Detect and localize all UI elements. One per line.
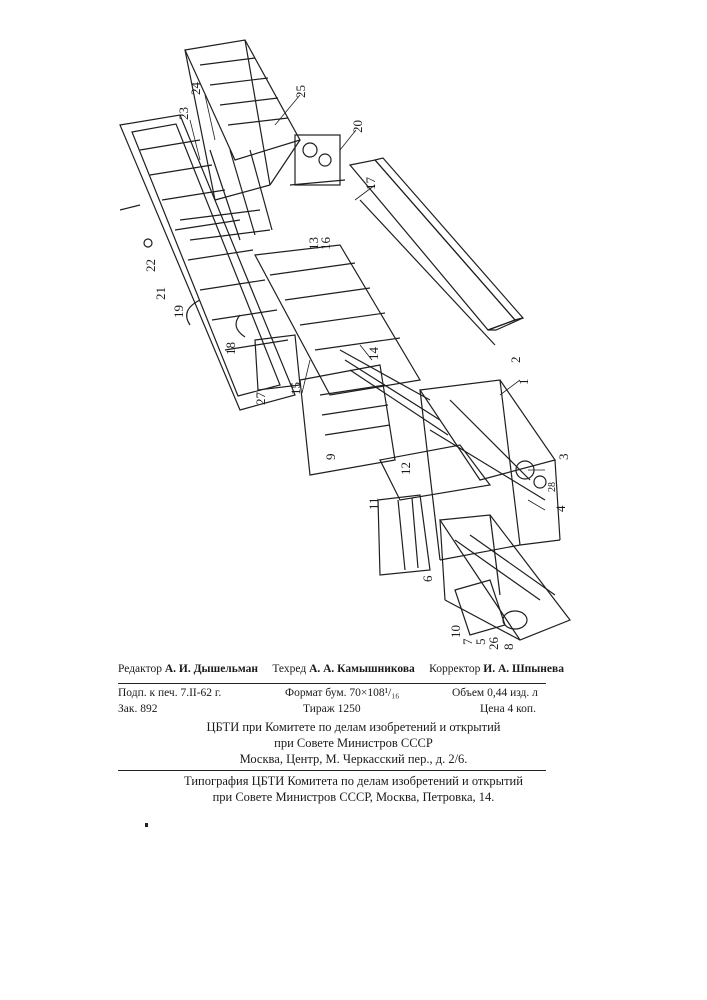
corrector-name: И. А. Шпынева — [483, 663, 564, 675]
signed-date: Подп. к печ. 7.II-62 г. — [118, 687, 221, 699]
editor-name: А. И. Дышельман — [165, 663, 258, 675]
divider-1 — [118, 683, 546, 684]
cbti-line-1: ЦБТИ при Комитете по делам изобретений и… — [0, 720, 707, 735]
techred-name: А. А. Камышникова — [309, 663, 415, 675]
credits-line: Редактор А. И. Дышельман Техред А. А. Ка… — [118, 663, 564, 675]
typography-line-1: Типография ЦБТИ Комитета по делам изобре… — [0, 774, 707, 789]
divider-2 — [118, 770, 546, 771]
volume: Объем 0,44 изд. л — [452, 687, 538, 699]
paper-format: Формат бум. 70×108¹/₁₆ — [285, 687, 399, 699]
typography-line-2: при Совете Министров СССР, Москва, Петро… — [0, 790, 707, 805]
cbti-line-3: Москва, Центр, М. Черкасский пер., д. 2/… — [0, 752, 707, 767]
print-mark — [145, 823, 148, 827]
price: Цена 4 коп. — [480, 703, 536, 715]
corrector-label: Корректор — [429, 663, 480, 675]
order-number: Зак. 892 — [118, 703, 157, 715]
cbti-line-2: при Совете Министров СССР — [0, 736, 707, 751]
techred-label: Техред — [272, 663, 306, 675]
print-run: Тираж 1250 — [303, 703, 361, 715]
editor-label: Редактор — [118, 663, 162, 675]
